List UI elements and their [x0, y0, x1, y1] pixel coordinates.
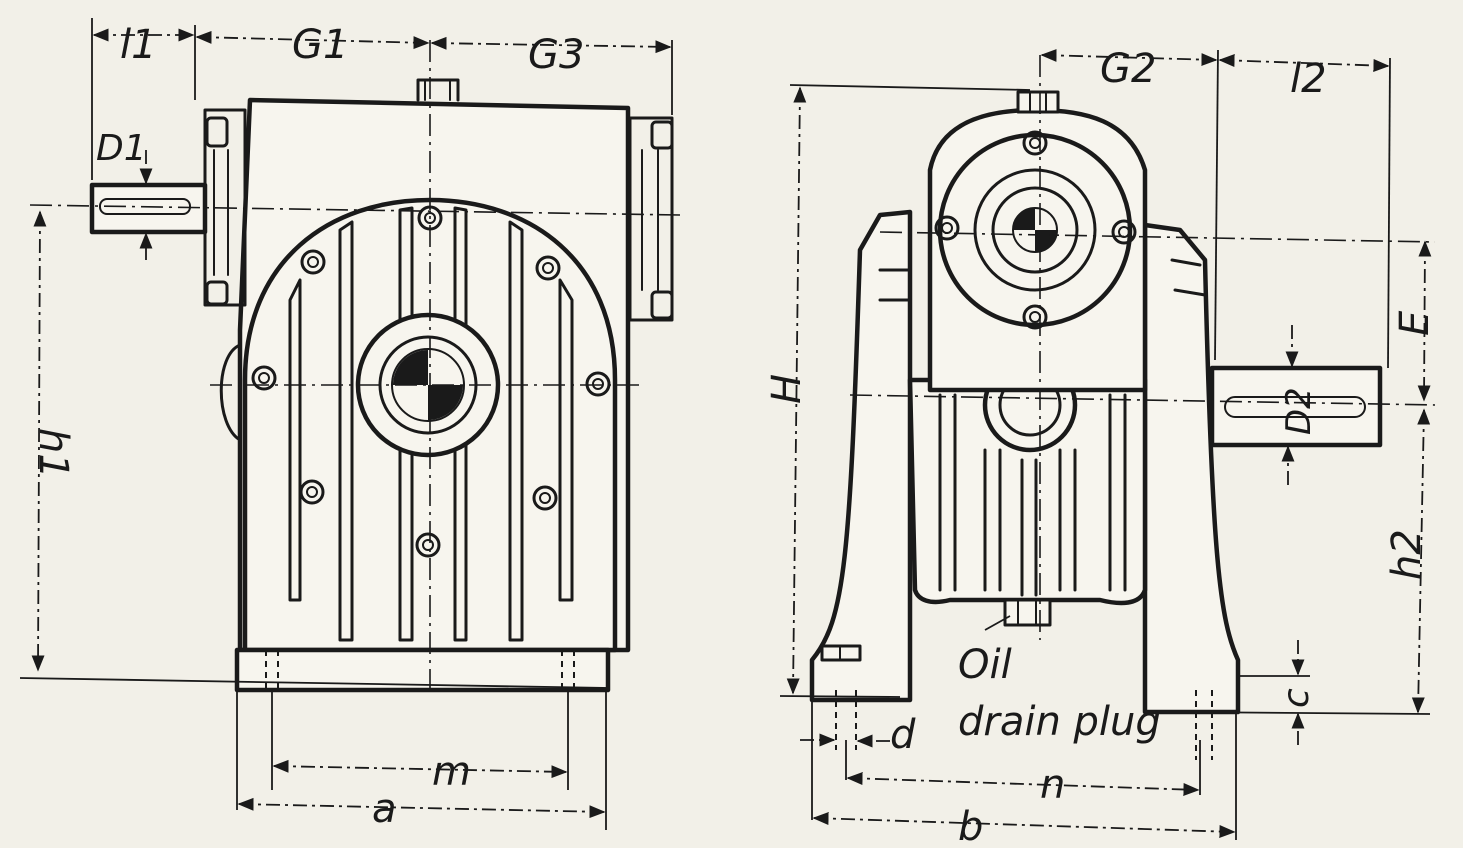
side-output-shaft — [1209, 365, 1383, 448]
label-G3: G3 — [528, 32, 584, 78]
front-input-shaft — [89, 182, 208, 235]
label-m: m — [432, 749, 471, 795]
front-bolts — [251, 205, 611, 558]
label-l2: l2 — [1290, 56, 1327, 102]
label-b: b — [958, 804, 983, 848]
label-h2: h2 — [1384, 529, 1430, 580]
drain-plug-label: drain plug — [958, 699, 1161, 745]
label-d: d — [890, 712, 916, 758]
label-n: n — [1040, 762, 1065, 808]
front-dimensions — [19, 18, 673, 830]
label-E: E — [1392, 310, 1438, 336]
label-l1: l1 — [120, 22, 157, 68]
side-upper-housing — [927, 90, 1148, 393]
side-feet — [809, 209, 1241, 760]
front-base — [234, 647, 611, 693]
label-D2: D2 — [1279, 387, 1319, 435]
front-wheel-housing — [219, 197, 618, 653]
front-view: l1 G1 G3 D1 h1 m a — [19, 18, 681, 832]
label-h1: h1 — [30, 428, 76, 479]
label-c: c — [1276, 688, 1317, 708]
label-D1: D1 — [96, 128, 147, 169]
label-H: H — [764, 374, 810, 404]
side-view: G2 l2 H E D2 h2 c d n b Oil drain plug — [764, 46, 1438, 848]
oil-label: Oil — [958, 642, 1012, 688]
label-a: a — [372, 786, 397, 832]
label-G2: G2 — [1100, 46, 1156, 92]
side-dimensions — [779, 48, 1432, 840]
label-G1: G1 — [292, 22, 348, 68]
